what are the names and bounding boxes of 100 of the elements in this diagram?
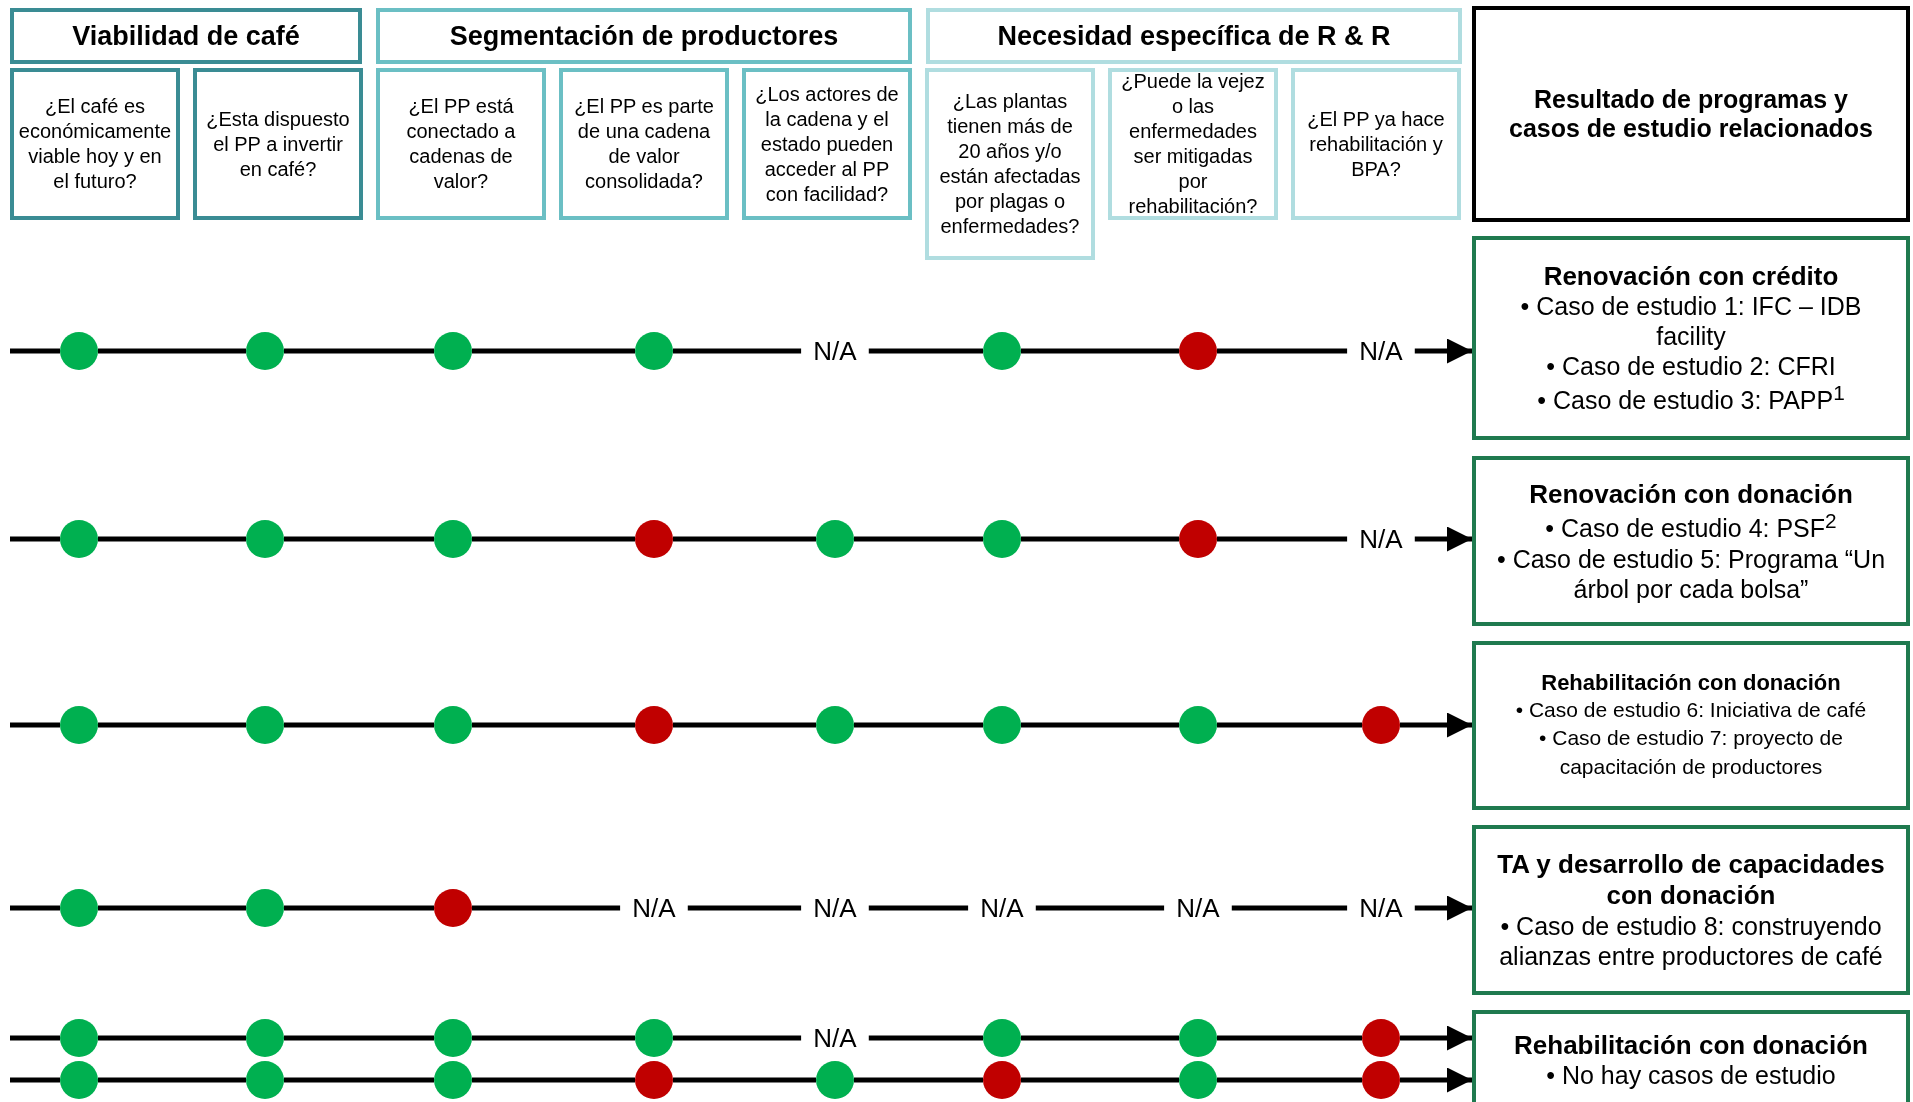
result-box: [1472, 236, 1910, 440]
connector-line: [10, 1077, 60, 1083]
status-dot: [60, 1061, 98, 1099]
connector-line: [1021, 1035, 1179, 1041]
status-dot: [434, 706, 472, 744]
connector-line: [10, 1035, 60, 1041]
connector-line: [1021, 348, 1179, 354]
connector-line: [10, 536, 60, 542]
result-heading: Renovación con donación: [1529, 478, 1853, 510]
question-box: ¿Esta dispuesto el PP a invertir en café?: [193, 68, 363, 220]
connector-line: [1035, 905, 1165, 911]
case-study-item: • Caso de estudio 2: CFRI: [1545, 351, 1837, 382]
result-box: [1472, 1010, 1910, 1102]
connector-line: [10, 722, 60, 728]
connector-line: [98, 1035, 246, 1041]
status-dot: [60, 889, 98, 927]
connector-line: [673, 722, 816, 728]
case-study-item: • No hay casos de estudio: [1546, 1060, 1836, 1091]
category-header: Viabilidad de café: [10, 8, 362, 64]
status-dot: [246, 1061, 284, 1099]
result-heading: Renovación con crédito: [1543, 260, 1839, 292]
status-dot: [246, 332, 284, 370]
status-dot: [434, 1061, 472, 1099]
status-dot: [983, 1019, 1021, 1057]
status-dot: [1362, 706, 1400, 744]
connector-line: [1217, 536, 1348, 542]
status-dot: [1362, 1061, 1400, 1099]
result-heading: Rehabilitación con donación: [1514, 1029, 1868, 1061]
question-box: ¿El café es económicamente viable hoy y en el futuro?: [10, 68, 180, 220]
category-header: Segmentación de productores: [376, 8, 912, 64]
connector-line: [472, 1077, 635, 1083]
connector-line: [284, 348, 434, 354]
status-dot: [246, 1019, 284, 1057]
status-dot: [246, 889, 284, 927]
arrow: [1400, 1025, 1472, 1051]
connector-line: [673, 536, 816, 542]
connector-line: [868, 1035, 983, 1041]
connector-line: [1217, 1035, 1362, 1041]
status-dot: [60, 332, 98, 370]
status-dot: [1179, 1061, 1217, 1099]
case-study-item: • Caso de estudio 8: construyendo alianzas entre productores de café: [1498, 910, 1884, 971]
result-box: [1472, 456, 1910, 626]
connector-line: [98, 1077, 246, 1083]
connector-line: [854, 536, 983, 542]
status-dot: [635, 706, 673, 744]
question-box: ¿El PP es parte de una cadena de valor consolidada?: [559, 68, 729, 220]
arrow: [1400, 712, 1472, 738]
connector-line: [1021, 536, 1179, 542]
question-box: ¿El PP está conectado a cadenas de valor?: [376, 68, 546, 220]
connector-line: [98, 348, 246, 354]
connector-line: [868, 348, 983, 354]
result-box: [1472, 825, 1910, 995]
arrow: [1414, 526, 1472, 552]
case-study-item: • Caso de estudio 6: Iniciativa de café: [1514, 696, 1868, 723]
arrow: [1414, 338, 1472, 364]
status-dot: [635, 1019, 673, 1057]
connector-line: [98, 536, 246, 542]
connector-line: [472, 722, 635, 728]
case-study-item: • Caso de estudio 7: proyecto de capacitación de productores: [1538, 725, 1844, 780]
status-dot: [816, 1061, 854, 1099]
connector-line: [673, 348, 802, 354]
status-dot: [816, 520, 854, 558]
result-header-box: Resultado de programas y casos de estudio relacionados: [1472, 6, 1910, 222]
result-heading: Rehabilitación con donación: [1541, 670, 1841, 696]
status-dot: [434, 332, 472, 370]
status-dot: [246, 706, 284, 744]
arrow: [1414, 895, 1472, 921]
connector-line: [868, 905, 969, 911]
case-study-item: • Caso de estudio 1: IFC – IDB facility: [1519, 291, 1863, 352]
question-box: ¿Las plantas tienen más de 20 años y/o están afectadas por plagas o enfermedades?: [925, 68, 1095, 260]
connector-line: [98, 905, 246, 911]
connector-line: [10, 348, 60, 354]
status-dot: [635, 520, 673, 558]
status-dot: [60, 520, 98, 558]
connector-line: [673, 1077, 816, 1083]
status-dot: [1179, 706, 1217, 744]
connector-line: [1021, 722, 1179, 728]
status-dot: [246, 520, 284, 558]
connector-line: [1217, 348, 1348, 354]
status-dot: [816, 706, 854, 744]
connector-line: [472, 905, 621, 911]
connector-line: [284, 1035, 434, 1041]
connector-line: [1217, 722, 1362, 728]
status-dot: [1362, 1019, 1400, 1057]
connector-line: [284, 722, 434, 728]
status-dot: [635, 1061, 673, 1099]
status-dot: [434, 1019, 472, 1057]
status-dot: [983, 1061, 1021, 1099]
status-dot: [434, 889, 472, 927]
connector-line: [687, 905, 802, 911]
connector-line: [472, 536, 635, 542]
connector-line: [472, 348, 635, 354]
connector-line: [1217, 1077, 1362, 1083]
connector-line: [1231, 905, 1348, 911]
question-box: ¿Los actores de la cadena y el estado pueden acceder al PP con facilidad?: [742, 68, 912, 220]
question-box: ¿El PP ya hace rehabilitación y BPA?: [1291, 68, 1461, 220]
case-study-item: • Caso de estudio 3: PAPP$^{1}$: [1536, 381, 1846, 416]
status-dot: [1179, 332, 1217, 370]
connector-line: [673, 1035, 802, 1041]
status-dot: [983, 706, 1021, 744]
